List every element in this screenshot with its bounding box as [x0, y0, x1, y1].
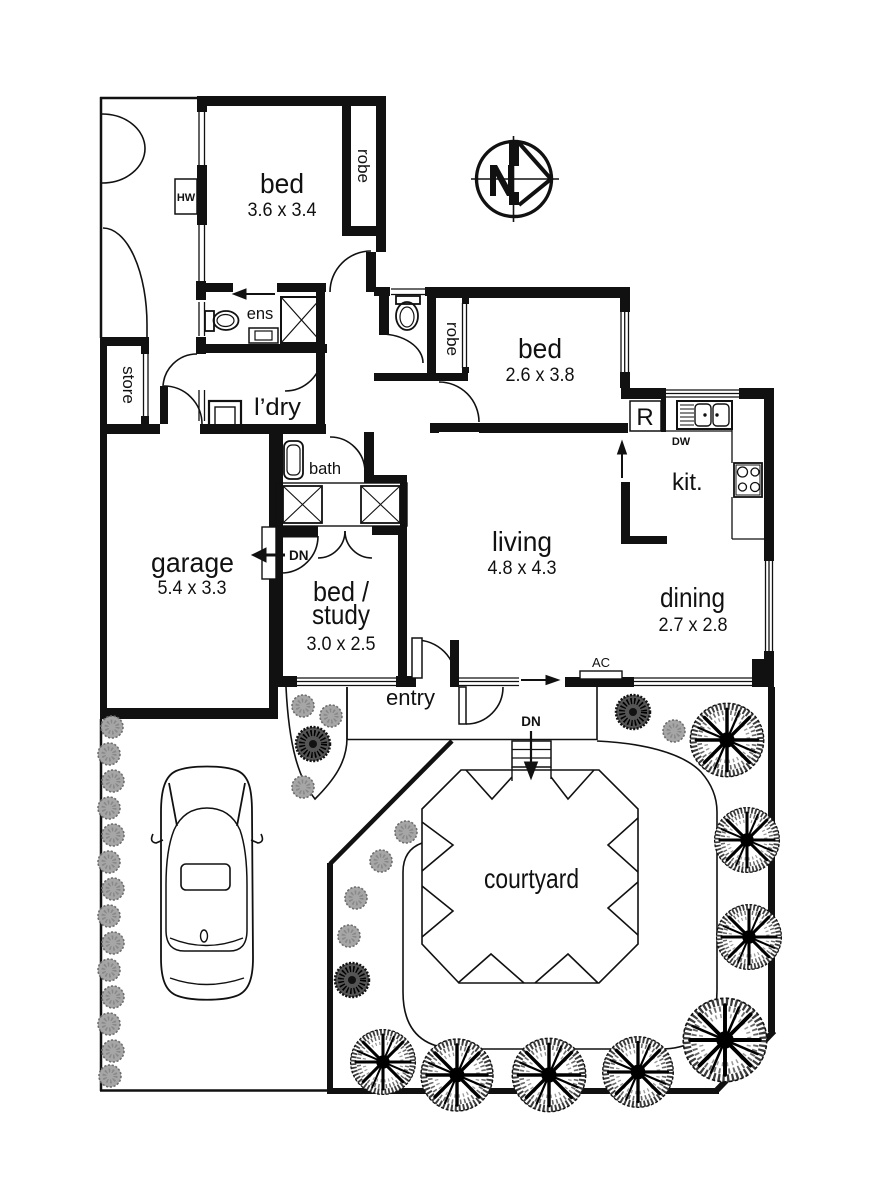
svg-text:3.0 x 2.5: 3.0 x 2.5	[307, 634, 376, 655]
svg-text:robe: robe	[354, 149, 373, 183]
svg-text:entry: entry	[386, 685, 435, 710]
svg-text:R: R	[636, 404, 653, 431]
svg-text:l’dry: l’dry	[254, 394, 301, 421]
svg-text:DN: DN	[521, 714, 541, 729]
svg-text:bed /: bed /	[313, 576, 369, 607]
svg-text:robe: robe	[443, 322, 462, 356]
svg-text:bath: bath	[309, 460, 341, 478]
svg-text:living: living	[492, 526, 552, 557]
svg-text:3.6 x 3.4: 3.6 x 3.4	[248, 200, 317, 221]
svg-text:HW: HW	[177, 192, 196, 204]
svg-text:AC: AC	[592, 655, 610, 670]
svg-text:DN: DN	[289, 548, 309, 563]
svg-text:bed: bed	[260, 168, 304, 199]
svg-text:2.6 x 3.8: 2.6 x 3.8	[506, 365, 575, 386]
svg-text:2.7 x 2.8: 2.7 x 2.8	[659, 615, 728, 636]
svg-text:courtyard: courtyard	[484, 863, 579, 894]
svg-text:4.8 x 4.3: 4.8 x 4.3	[488, 558, 557, 579]
svg-text:bed: bed	[518, 333, 562, 364]
svg-text:dining: dining	[660, 582, 725, 613]
svg-text:5.4 x 3.3: 5.4 x 3.3	[158, 578, 227, 599]
svg-text:DW: DW	[672, 436, 691, 448]
svg-text:ens: ens	[247, 305, 274, 323]
svg-text:garage: garage	[151, 547, 234, 578]
svg-text:store: store	[119, 366, 138, 404]
svg-text:kit.: kit.	[672, 469, 703, 496]
svg-text:study: study	[312, 599, 370, 630]
